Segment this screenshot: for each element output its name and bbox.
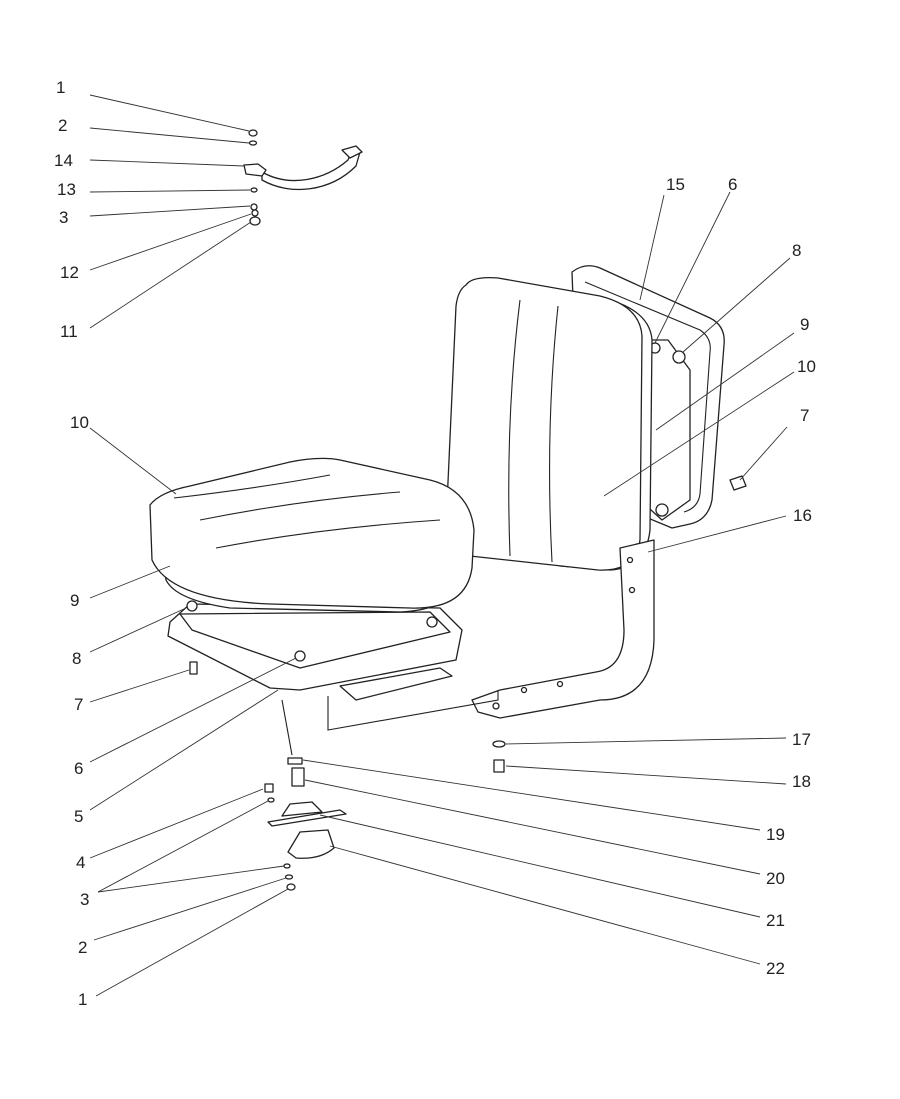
label-1-bottom: 1 xyxy=(78,990,87,1009)
seat-belt-buckle xyxy=(243,163,267,177)
backrest-seam-2 xyxy=(549,305,559,563)
washer-2-bottom xyxy=(284,874,294,880)
bolt-seat-right xyxy=(426,616,438,628)
seat-seam-2 xyxy=(199,491,401,521)
screw-4 xyxy=(264,783,274,793)
support-bracket-16 xyxy=(471,539,655,719)
mount-guide-bracket xyxy=(327,690,499,731)
bolt-18 xyxy=(493,759,505,773)
backrest-cushion xyxy=(445,277,643,571)
nut-1-top xyxy=(248,129,258,137)
label-3-bottom: 3 xyxy=(80,890,89,909)
label-6-left: 6 xyxy=(74,759,83,778)
bracket-hole-2 xyxy=(628,586,636,594)
bracket-hole-5 xyxy=(492,702,500,710)
label-21: 21 xyxy=(766,911,785,930)
washer-3-top xyxy=(250,203,258,211)
label-8-top: 8 xyxy=(792,241,801,260)
nut-1-bottom xyxy=(286,883,296,891)
label-15: 15 xyxy=(666,175,685,194)
spring-pin-19 xyxy=(287,757,303,765)
callout-labels: 1 2 14 13 3 12 11 15 6 8 9 10 7 16 10 9 … xyxy=(54,78,816,1009)
label-13: 13 xyxy=(57,180,76,199)
washer-17 xyxy=(492,740,506,748)
washer-3-bottom-b xyxy=(283,863,291,869)
label-19: 19 xyxy=(766,825,785,844)
spacer-12 xyxy=(251,209,259,217)
label-2-top: 2 xyxy=(58,116,67,135)
bolt-8-back xyxy=(672,350,686,364)
bracket-hole-1 xyxy=(626,556,634,564)
seat-belt-strap xyxy=(261,149,361,191)
rubber-pad-22 xyxy=(287,829,335,859)
label-18: 18 xyxy=(792,772,811,791)
label-11: 11 xyxy=(60,322,78,341)
label-8-left: 8 xyxy=(72,649,81,668)
label-10-left: 10 xyxy=(70,413,89,432)
label-9-left: 9 xyxy=(70,591,79,610)
seat-seam-1 xyxy=(173,474,331,499)
bolt-7-right xyxy=(729,475,747,491)
label-10-right: 10 xyxy=(797,357,816,376)
bolt-back-lower xyxy=(655,503,669,517)
bracket-hole-4 xyxy=(556,680,564,688)
washer-3-bottom-a xyxy=(267,797,275,803)
label-17: 17 xyxy=(792,730,811,749)
label-2-bottom: 2 xyxy=(78,938,87,957)
label-5: 5 xyxy=(74,807,83,826)
stud-20 xyxy=(291,767,305,787)
label-16: 16 xyxy=(793,506,812,525)
label-7-right: 7 xyxy=(800,406,809,425)
bushing-11 xyxy=(249,216,261,226)
label-3-top: 3 xyxy=(59,208,68,227)
backrest-seam-1 xyxy=(508,299,521,557)
label-20: 20 xyxy=(766,869,785,888)
bracket-hole-3 xyxy=(520,686,528,694)
label-14: 14 xyxy=(54,151,73,170)
seat-cushion xyxy=(149,457,475,609)
bolt-6-seat xyxy=(294,650,306,662)
seat-belt-assembly xyxy=(243,129,363,226)
label-9-right: 9 xyxy=(800,315,809,334)
leader-lines xyxy=(89,94,795,997)
washer-2-top xyxy=(248,140,258,146)
label-12: 12 xyxy=(60,263,79,282)
backrest-support-bracket xyxy=(471,539,655,719)
lower-hardware xyxy=(264,699,506,891)
label-7-left: 7 xyxy=(74,695,83,714)
label-1-top: 1 xyxy=(56,78,65,97)
seat-adjust-lever xyxy=(339,667,453,701)
seat-seam-3 xyxy=(215,519,441,549)
seat-assembly xyxy=(149,457,475,701)
label-6-top: 6 xyxy=(728,175,737,194)
mount-guide-lower xyxy=(281,699,293,756)
backrest-assembly xyxy=(445,265,725,571)
bumper-21 xyxy=(267,801,347,827)
seat-belt-end-clip xyxy=(341,145,363,159)
label-22: 22 xyxy=(766,959,785,978)
washer-13 xyxy=(250,187,258,193)
bolt-7-left xyxy=(189,661,198,675)
bolt-8-seat xyxy=(186,600,198,612)
label-4: 4 xyxy=(76,853,85,872)
